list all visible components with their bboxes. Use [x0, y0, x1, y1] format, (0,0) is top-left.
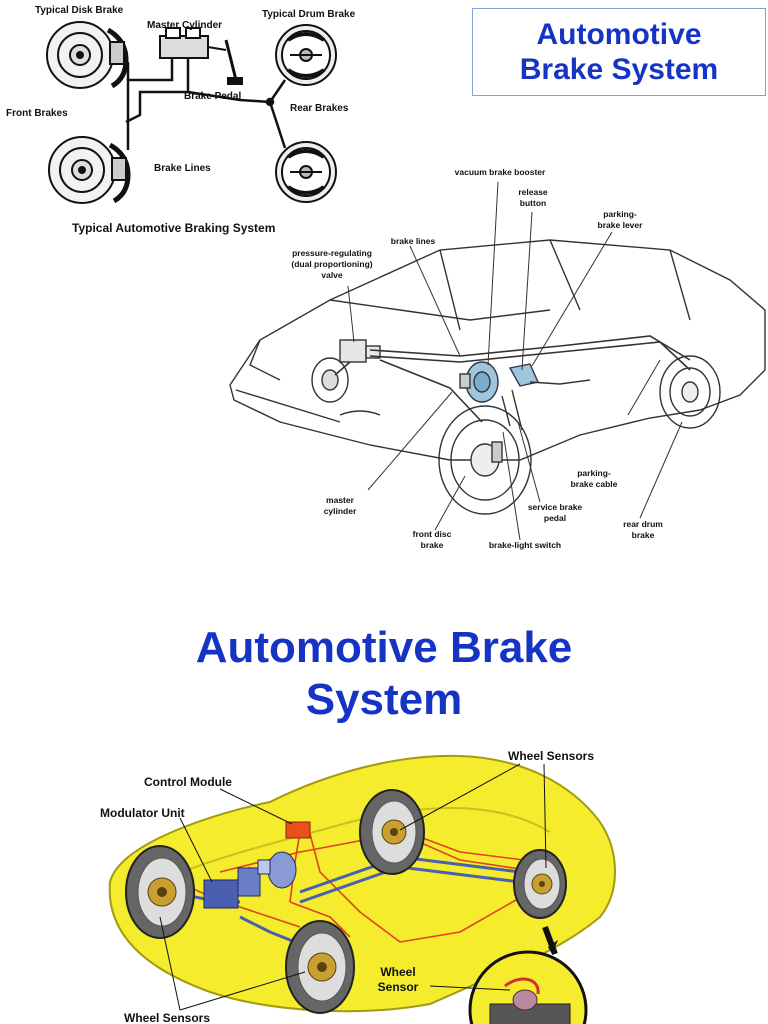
label-front-disc-1: front disc [413, 529, 452, 539]
label-service-pedal-2: pedal [544, 513, 566, 523]
control-module [285, 821, 311, 839]
label-service-pedal-1: service brake [528, 502, 583, 512]
wheel-rear-left [359, 789, 425, 875]
label-parking-lever-2: brake lever [598, 220, 644, 230]
label-rear-drum-2: brake [632, 530, 655, 540]
section-title-line-2: System [305, 675, 463, 724]
wheel-sensor-inset [468, 925, 588, 1024]
rear-wheel-drawing [659, 355, 721, 429]
left-disc-drawing [311, 357, 349, 403]
label-release-button-2: button [520, 198, 546, 208]
label-wheel-sensor-1: Wheel [380, 965, 415, 979]
proportioning-valve-drawing [339, 339, 381, 363]
title-line-2: Brake System [519, 53, 719, 86]
front-disk-brake-bottom [48, 136, 131, 204]
cutaway-leader-lines [347, 181, 683, 541]
label-front-brakes: Front Brakes [6, 108, 68, 119]
label-release-button-1: release [518, 187, 548, 197]
master-cylinder [159, 27, 227, 59]
schematic-caption: Typical Automotive Braking System [72, 221, 275, 235]
front-disk-brake-top [46, 21, 129, 89]
label-wheel-sensor-2: Sensor [378, 980, 419, 994]
schematic-labels: Typical Disk Brake Master Cylinder Typic… [6, 5, 356, 235]
label-wheel-sensors-bottom: Wheel Sensors [124, 1011, 210, 1024]
rear-drum-brake-top [275, 24, 337, 86]
label-rear-drum-1: rear drum [623, 519, 663, 529]
abs-diagram: Control Module Modulator Unit Wheel Sens… [100, 749, 616, 1024]
label-rear-brakes: Rear Brakes [290, 103, 349, 114]
brake-line-drawing [334, 335, 691, 423]
label-wheel-sensors-top: Wheel Sensors [508, 749, 594, 763]
label-master-cylinder-2: cylinder [324, 506, 357, 516]
modulator-unit [203, 851, 297, 909]
title-box: Automotive Brake System [472, 8, 766, 96]
label-pressure-valve-2: (dual proportioning) [291, 259, 372, 269]
rear-drum-brake-bottom [275, 141, 337, 203]
label-master-cylinder-1: master [326, 495, 355, 505]
label-brake-lines: Brake Lines [154, 163, 211, 174]
brake-lines-schematic [125, 58, 287, 150]
label-parking-cable-2: brake cable [571, 479, 618, 489]
label-front-disc-2: brake [421, 540, 444, 550]
label-drum-brake: Typical Drum Brake [262, 9, 356, 20]
label-parking-lever-1: parking- [603, 209, 637, 219]
cutaway-labels: vacuum brake booster release button park… [291, 167, 663, 550]
wheel-front-left [125, 845, 195, 939]
abs-labels: Control Module Modulator Unit Wheel Sens… [100, 749, 594, 1024]
label-control-module: Control Module [144, 775, 232, 789]
label-brake-lines-cutaway: brake lines [391, 236, 436, 246]
label-vacuum-booster: vacuum brake booster [455, 167, 546, 177]
label-parking-cable-1: parking- [577, 468, 611, 478]
label-pressure-valve-1: pressure-regulating [292, 248, 372, 258]
label-light-switch: brake-light switch [489, 540, 561, 550]
car-silhouette [108, 754, 616, 1013]
section-title: Automotive Brake System [0, 622, 768, 726]
car-brake-cutaway: vacuum brake booster release button park… [229, 167, 766, 550]
abs-leader-lines [159, 763, 547, 1011]
label-disk-brake: Typical Disk Brake [35, 5, 124, 16]
title-line-1: Automotive [536, 18, 702, 51]
braking-system-schematic: Typical Disk Brake Master Cylinder Typic… [6, 5, 356, 235]
front-wheel-drawing [438, 405, 532, 515]
vacuum-booster-drawing [459, 361, 499, 403]
label-pressure-valve-3: valve [321, 270, 343, 280]
brake-pedal [224, 39, 243, 85]
label-modulator-unit: Modulator Unit [100, 806, 185, 820]
service-pedal-drawing [501, 389, 523, 431]
wheel-rear-right [513, 849, 567, 919]
label-brake-pedal: Brake Pedal [184, 91, 241, 102]
label-master-cylinder: Master Cylinder [147, 20, 222, 31]
wheel-front-right [285, 920, 355, 1014]
section-title-line-1: Automotive Brake [195, 623, 573, 672]
parking-lever-drawing [508, 363, 591, 387]
